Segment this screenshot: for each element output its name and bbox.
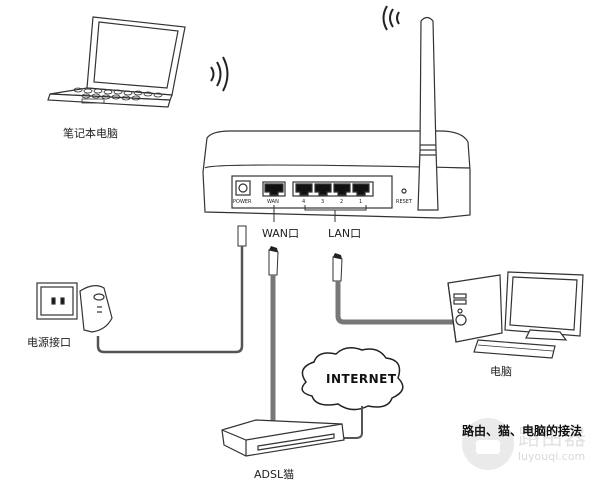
antenna-wifi-waves-icon	[382, 5, 400, 31]
router-lan-port-2: 2	[340, 199, 344, 205]
internet-line	[343, 406, 363, 439]
wan-port-label: WAN口	[262, 227, 300, 240]
power-adapter-illustration	[36, 282, 113, 333]
router-reset-label: RESET	[396, 199, 413, 205]
router-lan-port-1: 1	[359, 199, 363, 205]
internet-cloud-icon	[301, 347, 404, 411]
lan-port-label: LAN口	[328, 227, 362, 240]
watermark: 路由器 luyouqi.com	[462, 418, 600, 480]
adsl-modem-illustration	[221, 419, 345, 457]
diagram-caption: 路由、猫、电脑的接法	[462, 424, 583, 438]
internet-label: INTERNET	[326, 372, 397, 386]
port-callout-lines	[273, 205, 367, 222]
router-illustration	[202, 130, 471, 219]
watermark-title: 路由器	[518, 426, 588, 451]
router-power-label: POWER	[233, 199, 252, 205]
laptop-illustration	[47, 16, 186, 108]
watermark-router-icon	[476, 440, 500, 454]
laptop-label: 笔记本电脑	[63, 127, 118, 140]
router-lan-port-4: 4	[302, 199, 306, 205]
power-cable	[96, 225, 247, 354]
router-wan-label: WAN	[267, 199, 279, 205]
adsl-modem-label: ADSL猫	[254, 468, 295, 481]
watermark-url: luyouqi.com	[518, 450, 586, 463]
wifi-waves-icon	[210, 56, 229, 92]
power-outlet-label: 电源接口	[27, 336, 71, 349]
router-lan-port-3: 3	[321, 199, 325, 205]
desktop-label: 电脑	[490, 365, 512, 378]
antenna-illustration	[417, 16, 439, 211]
desktop-illustration	[447, 271, 584, 359]
wan-cable	[268, 246, 279, 425]
lan-cable	[332, 253, 458, 325]
